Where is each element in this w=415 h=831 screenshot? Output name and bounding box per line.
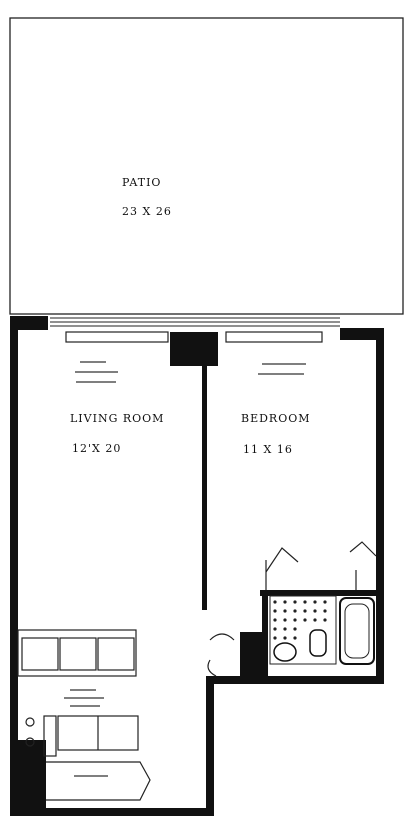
range-burner xyxy=(25,737,35,747)
toilet xyxy=(309,629,327,657)
patio-dimensions: 23 X 26 xyxy=(122,205,172,218)
floor-tile-dot xyxy=(273,600,277,604)
patio-outline xyxy=(9,17,404,315)
floor-tile-dot xyxy=(323,609,327,613)
floor-tile-dot xyxy=(323,600,327,604)
counter xyxy=(17,629,137,677)
hall-door xyxy=(207,633,235,677)
range-burner xyxy=(25,717,35,727)
kitchen xyxy=(17,629,151,801)
floor-tile-dot xyxy=(303,600,307,604)
floor-tile-dot xyxy=(323,618,327,622)
bedroom-label: BEDROOM xyxy=(241,412,311,425)
floor-tile-dot xyxy=(273,636,277,640)
sink xyxy=(273,642,297,662)
bedroom-dimensions: 11 X 16 xyxy=(243,443,293,456)
floor-tile-dot xyxy=(293,627,297,631)
floor-tile-dot xyxy=(273,627,277,631)
bathtub xyxy=(339,597,375,665)
closet-doors xyxy=(265,541,377,590)
floor-tile-dot xyxy=(293,600,297,604)
living-room-dimensions: 12'X 20 xyxy=(72,442,122,455)
floor-tile-dot xyxy=(273,609,277,613)
floor-tile-dot xyxy=(273,618,277,622)
floor-tile-dot xyxy=(313,600,317,604)
living-room-label: LIVING ROOM xyxy=(70,412,165,425)
patio-label: PATIO xyxy=(122,176,162,189)
exterior-walls xyxy=(10,316,384,816)
floor-tile-dot xyxy=(283,636,287,640)
illegible-notes xyxy=(64,361,306,777)
floor-tile-dot xyxy=(283,600,287,604)
closet-door xyxy=(46,761,151,801)
floor-tile-dot xyxy=(293,636,297,640)
floor-tile-dot xyxy=(313,618,317,622)
bathroom xyxy=(269,595,375,665)
interior-walls xyxy=(170,332,378,682)
floor-tile-dot xyxy=(293,609,297,613)
floor-tile-dot xyxy=(313,609,317,613)
window-strip xyxy=(50,317,340,327)
floor-tile-dot xyxy=(283,618,287,622)
floor-tile-dot xyxy=(283,609,287,613)
room-windows xyxy=(65,331,323,343)
floor-tile-dot xyxy=(303,618,307,622)
floor-tile-dot xyxy=(303,609,307,613)
floor-tile-dot xyxy=(293,618,297,622)
floor-tile-dot xyxy=(283,627,287,631)
